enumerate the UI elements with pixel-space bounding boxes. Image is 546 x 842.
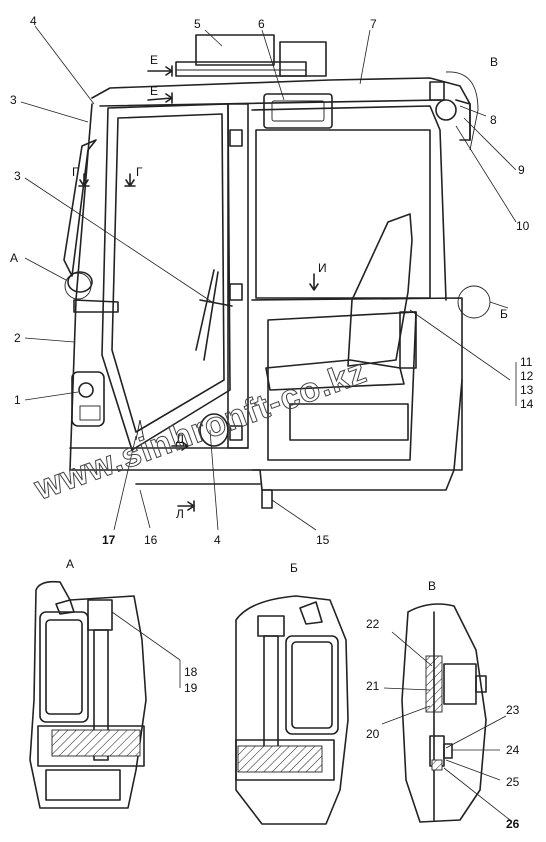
section-marks: А Б В Е Е Г Г И Д Л bbox=[10, 53, 508, 521]
section-mark-e-mid: Е bbox=[150, 84, 158, 98]
section-mark-e-top: Е bbox=[150, 53, 158, 67]
section-mark-l: Л bbox=[176, 507, 184, 521]
detail-title-b: Б bbox=[290, 561, 298, 575]
callout-18: 18 bbox=[184, 665, 198, 679]
callout-26: 26 bbox=[506, 817, 520, 831]
callout-20: 20 bbox=[366, 727, 380, 741]
callout-24: 24 bbox=[506, 743, 520, 757]
section-mark-i: И bbox=[318, 261, 327, 275]
callout-10: 10 bbox=[516, 219, 530, 233]
callout-22: 22 bbox=[366, 617, 380, 631]
section-mark-v: В bbox=[490, 55, 498, 69]
detail-v-view bbox=[401, 603, 487, 823]
section-mark-d: Д bbox=[176, 432, 184, 446]
section-mark-b: Б bbox=[500, 307, 508, 321]
detail-title-a: А bbox=[66, 557, 74, 571]
callout-4b: 4 bbox=[214, 533, 221, 547]
callout-19: 19 bbox=[184, 681, 198, 695]
section-mark-g-left: Г bbox=[72, 165, 79, 179]
callout-15: 15 bbox=[316, 533, 330, 547]
callout-16: 16 bbox=[144, 533, 158, 547]
callout-1: 1 bbox=[14, 393, 21, 407]
detail-a-view bbox=[29, 580, 147, 809]
callout-13: 13 bbox=[520, 383, 534, 397]
section-mark-a: А bbox=[10, 251, 18, 265]
callout-25: 25 bbox=[506, 775, 520, 789]
cab-main-view bbox=[63, 34, 491, 509]
callout-7: 7 bbox=[370, 17, 377, 31]
callout-3b: 3 bbox=[14, 169, 21, 183]
callout-8: 8 bbox=[490, 113, 497, 127]
detail-b-view bbox=[235, 595, 349, 825]
detail-titles: А Б В bbox=[66, 557, 436, 593]
callout-5: 5 bbox=[194, 17, 201, 31]
detail-title-v: В bbox=[428, 579, 436, 593]
callout-23: 23 bbox=[506, 703, 520, 717]
callout-12: 12 bbox=[520, 369, 534, 383]
callout-3a: 3 bbox=[10, 93, 17, 107]
callout-17: 17 bbox=[102, 533, 116, 547]
leader-lines bbox=[20, 25, 517, 821]
callout-9: 9 bbox=[518, 163, 525, 177]
section-mark-g-right: Г bbox=[136, 165, 143, 179]
callout-2: 2 bbox=[14, 331, 21, 345]
callout-6: 6 bbox=[258, 17, 265, 31]
callout-labels: 4 5 6 7 3 3 2 1 8 9 10 11 12 13 14 15 16… bbox=[10, 14, 534, 831]
callout-4a: 4 bbox=[30, 14, 37, 28]
callout-21: 21 bbox=[366, 679, 380, 693]
callout-11: 11 bbox=[520, 355, 533, 369]
callout-14: 14 bbox=[520, 397, 534, 411]
